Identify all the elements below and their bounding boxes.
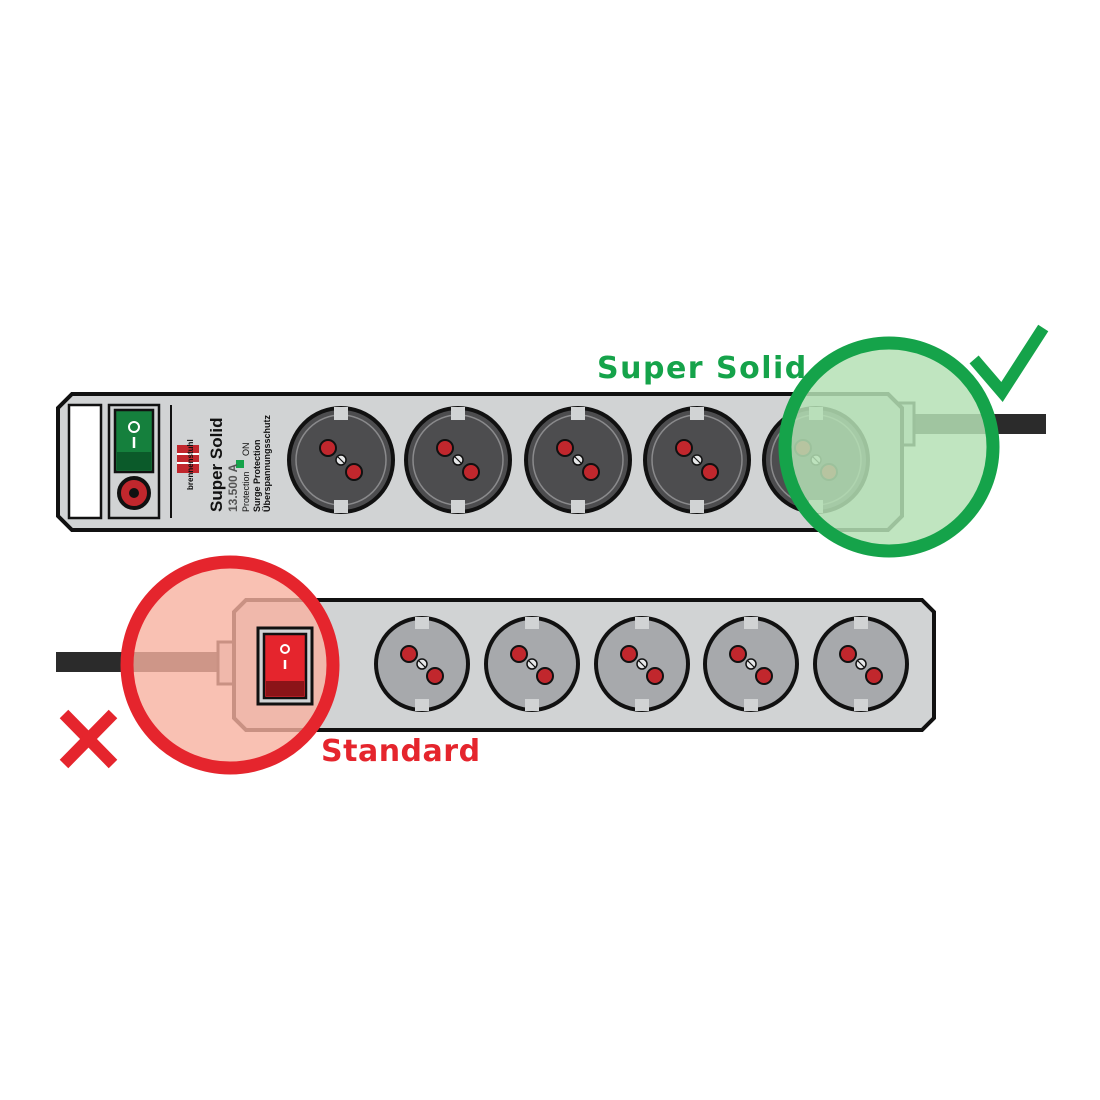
standard-power-switch [256,626,314,706]
socket [374,615,470,713]
super-solid-label: Super Solid [597,351,808,386]
socket [287,405,395,515]
good-highlight-circle [778,336,1000,558]
surge-protection-text: Surge Protection [252,439,262,512]
standard-sockets [374,615,909,713]
socket [404,405,512,515]
product-model-text: Super Solid [207,418,226,512]
socket [643,405,751,515]
protection-text: Protection [241,471,251,512]
check-mark-icon [969,324,1049,403]
super-solid-label-window [67,403,103,520]
brand-logo-text: brennenstuhl [186,439,195,490]
bad-highlight-circle [120,555,340,775]
socket [484,615,580,713]
standard-label: Standard [321,734,481,769]
socket [813,615,909,713]
super-solid-strip: brennenstuhl Super Solid 13.500 A Protec… [56,392,1046,532]
socket [594,615,690,713]
product-rating-text: 13.500 A [226,463,240,512]
on-text: ON [241,443,251,457]
socket [524,405,632,515]
cross-mark-icon [59,709,118,769]
socket [703,615,799,713]
ueberspannung-text: Überspannungsschutz [262,414,272,512]
